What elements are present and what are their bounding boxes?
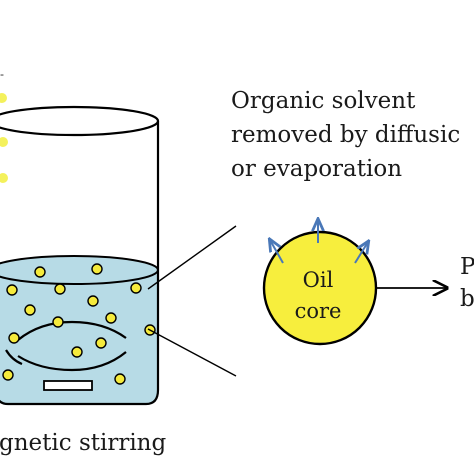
- beaker-rim: [0, 105, 160, 137]
- drip-drop: [0, 173, 8, 183]
- oil-droplet: [8, 332, 20, 344]
- stir-flow-end: [5, 349, 23, 366]
- product-label-line1: P: [460, 254, 474, 280]
- solvent-label-line3: or evaporation: [231, 156, 402, 182]
- core-label-line2: core: [295, 299, 342, 323]
- product-label-line2: b: [460, 286, 474, 312]
- drip-drop: [0, 93, 7, 103]
- stir-flow-bottom: [17, 351, 127, 372]
- oil-droplet: [34, 266, 46, 278]
- liquid-surface: [0, 255, 159, 285]
- zoom-line-upper: [147, 225, 237, 290]
- oil-core-particle: Oil core: [262, 220, 378, 346]
- oil-droplet: [114, 373, 126, 385]
- drip-drop: [0, 137, 8, 147]
- oil-droplet: [52, 316, 64, 328]
- stir-bar: [43, 380, 93, 391]
- diffusion-arrow-right: [354, 242, 368, 264]
- zoom-line-lower: [147, 328, 237, 377]
- oil-droplet: [6, 284, 18, 296]
- oil-droplet: [2, 369, 14, 381]
- oil-droplet: [54, 283, 66, 295]
- stir-flow-top: [17, 320, 127, 341]
- drip-mark: -: [0, 67, 4, 81]
- oil-droplet: [95, 337, 107, 349]
- oil-droplet: [105, 312, 117, 324]
- oil-droplet: [130, 282, 142, 294]
- oil-droplet: [91, 263, 103, 275]
- solvent-label-line1: Organic solvent: [231, 88, 416, 114]
- core-label-line1: Oil: [303, 268, 334, 292]
- diffusion-arrow-left: [270, 240, 284, 264]
- falling-droplets: [0, 93, 8, 183]
- solvent-label-line2: removed by diffusic: [231, 122, 460, 148]
- beaker-bottom: [0, 389, 160, 406]
- beaker: [0, 105, 160, 406]
- stirring-label: gnetic stirring: [0, 430, 166, 456]
- oil-droplet: [71, 346, 83, 358]
- oil-droplet: [87, 295, 99, 307]
- oil-droplet: [24, 304, 36, 316]
- oil-core-circle: [262, 230, 378, 346]
- oil-droplets: [2, 263, 156, 385]
- liquid: [0, 272, 158, 404]
